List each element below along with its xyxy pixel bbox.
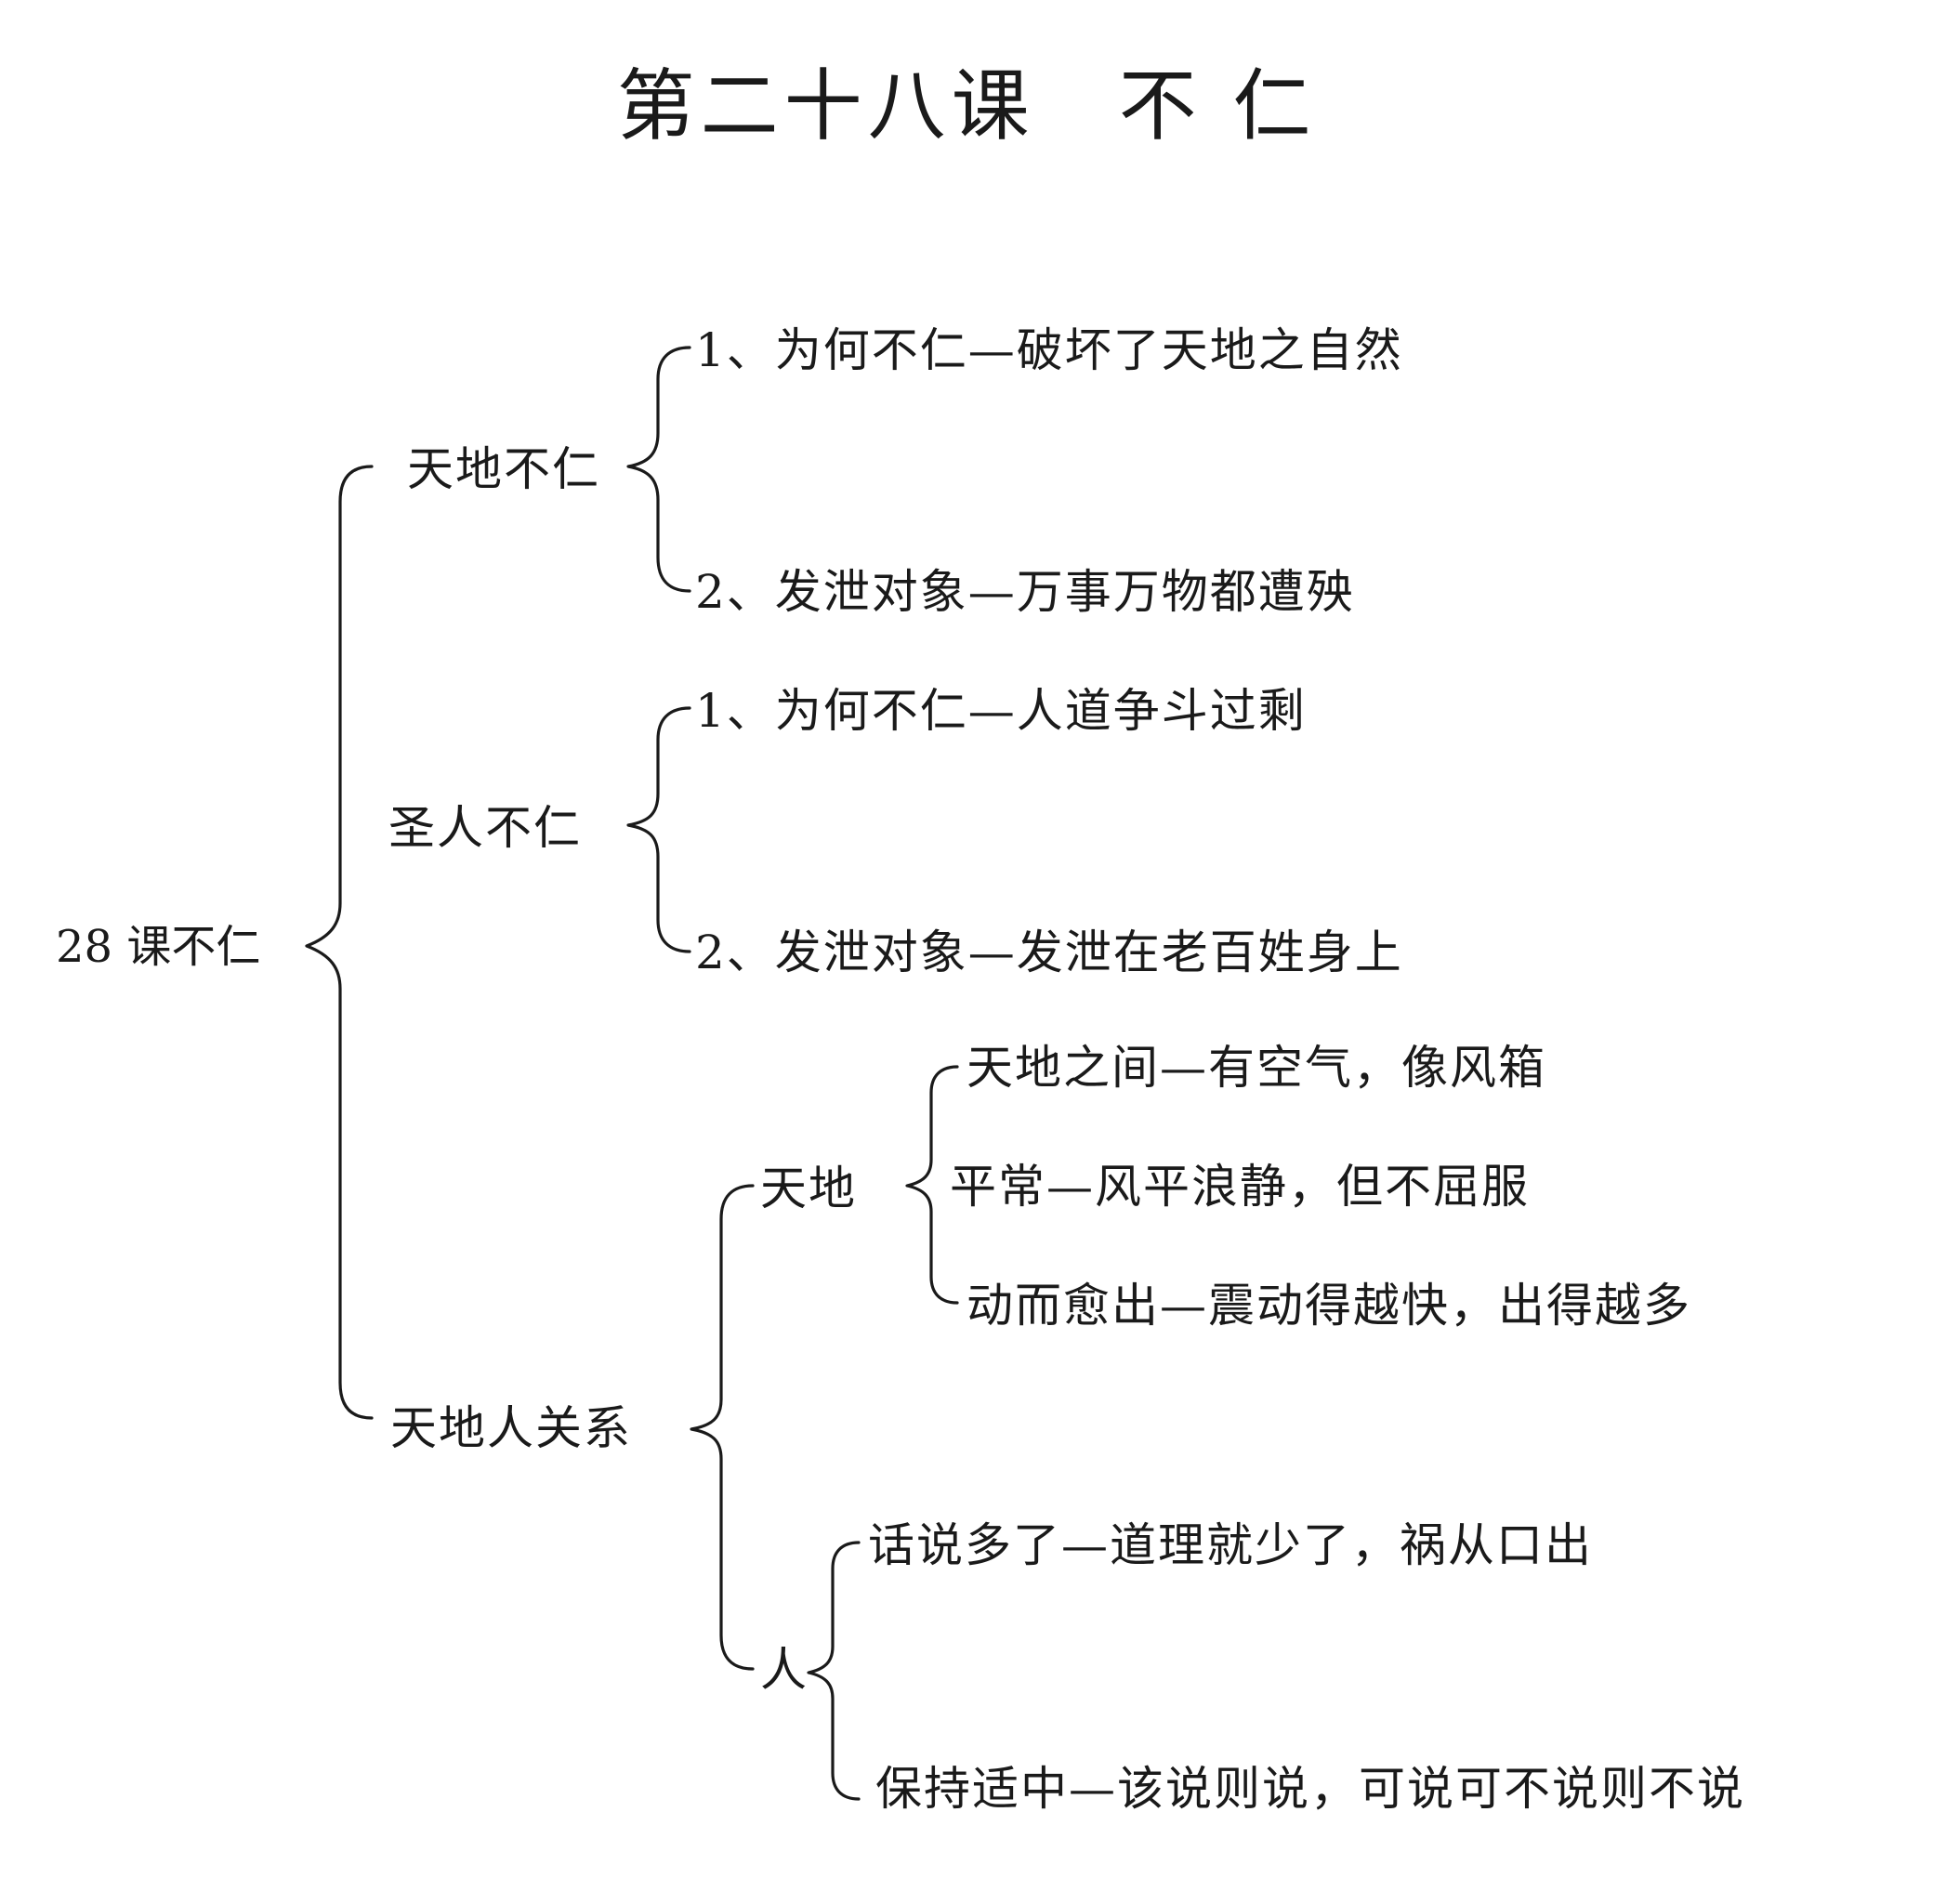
- tiandi-item-1: 天地之间—有空气，像风箱: [966, 1041, 1546, 1095]
- node-ren: 人: [760, 1643, 809, 1697]
- branch-tiandiren-guanxi: 天地人关系: [390, 1401, 632, 1455]
- ren-item-2: 保持适中—该说则说，可说可不说则不说: [875, 1762, 1745, 1816]
- root-brace: [305, 465, 374, 1420]
- shengren-buren-item-1: 1、为何不仁—人道争斗过剩: [695, 684, 1307, 738]
- branch-2-brace: [626, 706, 691, 953]
- ren-brace: [807, 1541, 861, 1801]
- shengren-buren-item-2: 2、发泄对象—发泄在老百姓身上: [695, 926, 1403, 979]
- tiandi-buren-item-1: 1、为何不仁—破坏了天地之自然: [695, 323, 1403, 377]
- node-tiandi: 天地: [760, 1162, 857, 1215]
- branch-tiandi-buren: 天地不仁: [407, 442, 600, 496]
- page-title: 第二十八课 不 仁: [616, 60, 1317, 151]
- tiandi-brace: [905, 1065, 959, 1305]
- root-node: 28 课不仁: [56, 921, 261, 973]
- tiandi-item-3: 动而愈出—震动得越快，出得越多: [966, 1279, 1691, 1333]
- tiandi-item-2: 平常—风平浪静，但不屈服: [950, 1160, 1530, 1214]
- tiandi-buren-item-2: 2、发泄对象—万事万物都遭殃: [695, 565, 1355, 619]
- branch-shengren-buren: 圣人不仁: [388, 801, 582, 855]
- branch-3-brace: [690, 1184, 755, 1671]
- branch-1-brace: [626, 346, 691, 593]
- ren-item-1: 话说多了—道理就少了，祸从口出: [868, 1518, 1593, 1572]
